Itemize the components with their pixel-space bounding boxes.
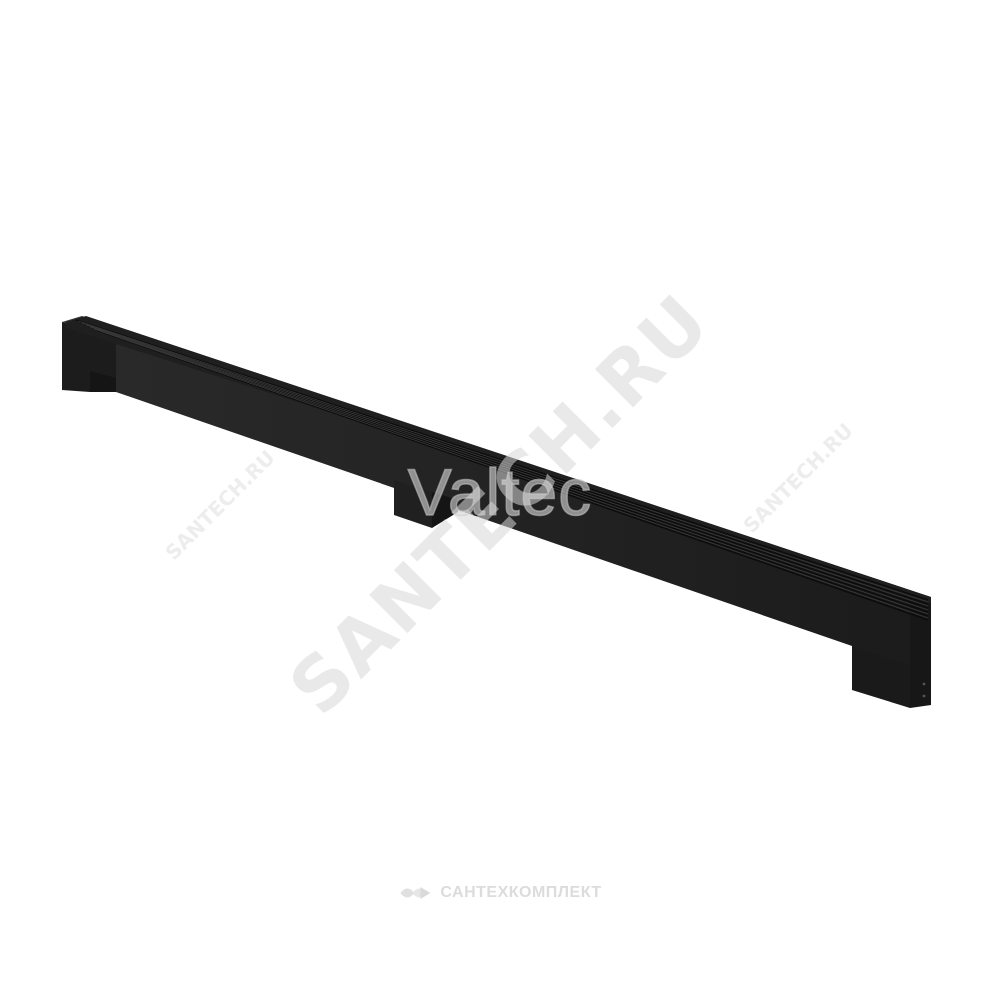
right-end-cap [910, 598, 931, 708]
right-end-block [852, 646, 910, 708]
middle-support-side [432, 492, 458, 528]
santechkomplekt-logo-icon [400, 887, 431, 899]
footer-watermark: САНТЕХКОМПЛЕКТ [398, 883, 601, 903]
convector-front-face [62, 322, 931, 705]
screw-icon [922, 694, 926, 698]
screw-icon [922, 682, 926, 686]
middle-support [394, 480, 432, 528]
left-foot-inner [90, 371, 116, 392]
footer-watermark-text: САНТЕХКОМПЛЕКТ [440, 884, 602, 901]
grille-slots [75, 319, 929, 621]
